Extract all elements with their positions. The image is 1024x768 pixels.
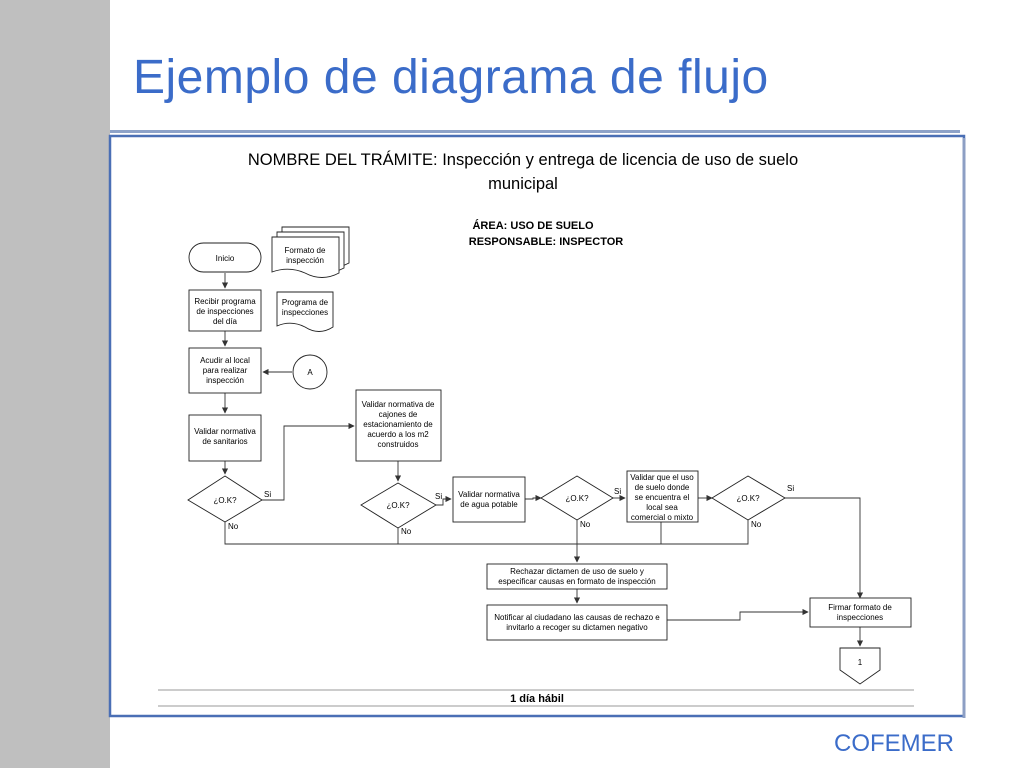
svg-text:¿O.K?: ¿O.K? <box>565 494 589 503</box>
svg-text:invitarlo a recoger su dictame: invitarlo a recoger su dictamen negativo <box>506 623 648 632</box>
svg-text:acuerdo a los m2: acuerdo a los m2 <box>367 430 429 439</box>
svg-text:se encuentra el: se encuentra el <box>635 493 690 502</box>
svg-text:construidos: construidos <box>378 440 419 449</box>
brand-logo-text: COFEMER <box>834 730 954 757</box>
svg-text:inspección: inspección <box>286 256 324 265</box>
decision-ok-1: ¿O.K? <box>187 475 263 523</box>
timeline-footer: 1 día hábil <box>158 689 914 707</box>
svg-text:Validar normativa: Validar normativa <box>458 490 520 499</box>
svg-text:inspecciones: inspecciones <box>837 613 883 622</box>
svg-text:de inspecciones: de inspecciones <box>196 307 253 316</box>
svg-text:¿O.K?: ¿O.K? <box>213 496 237 505</box>
slide-sidebar <box>0 0 110 768</box>
svg-text:de sanitarios: de sanitarios <box>202 437 247 446</box>
label-no-1: No <box>228 522 239 531</box>
svg-text:Validar normativa: Validar normativa <box>194 427 256 436</box>
process-validar-cajones: Validar normativa de cajones de estacion… <box>355 389 442 462</box>
label-no-2: No <box>401 527 412 536</box>
process-name-line2: municipal <box>488 175 558 193</box>
svg-text:Validar normativa de: Validar normativa de <box>362 400 435 409</box>
svg-text:Inicio: Inicio <box>216 254 235 263</box>
flow-lines <box>221 273 864 647</box>
svg-text:para realizar: para realizar <box>203 366 248 375</box>
process-recibir-programa: Recibir programa de inspecciones del día <box>188 289 262 332</box>
svg-text:comercial o mixto: comercial o mixto <box>631 513 694 522</box>
svg-text:A: A <box>307 368 313 377</box>
svg-text:local sea: local sea <box>646 503 678 512</box>
svg-text:¿O.K?: ¿O.K? <box>736 494 760 503</box>
svg-text:Formato de: Formato de <box>285 246 326 255</box>
svg-text:¿O.K?: ¿O.K? <box>386 501 410 510</box>
label-si-4: Si <box>787 484 794 493</box>
label-si-2: Si <box>435 492 442 501</box>
area-label: ÁREA: USO DE SUELO <box>472 219 593 232</box>
svg-text:Notificar al ciudadano las cau: Notificar al ciudadano las causas de rec… <box>494 613 660 622</box>
title-rule <box>110 130 960 133</box>
decision-ok-4: ¿O.K? <box>711 475 786 521</box>
label-no-4: No <box>751 520 762 529</box>
svg-text:de agua potable: de agua potable <box>460 500 518 509</box>
svg-text:Firmar formato de: Firmar formato de <box>828 603 892 612</box>
slide-title: Ejemplo de diagrama de flujo <box>133 51 769 104</box>
svg-text:Recibir programa: Recibir programa <box>194 297 256 306</box>
svg-text:inspecciones: inspecciones <box>282 308 328 317</box>
process-name-line1: NOMBRE DEL TRÁMITE: Inspección y entrega… <box>248 150 798 169</box>
svg-text:cajones de: cajones de <box>379 410 418 419</box>
process-rechazar-dictamen: Rechazar dictamen de uso de suelo y espe… <box>486 563 668 590</box>
svg-text:Programa de: Programa de <box>282 298 329 307</box>
label-si-3: Si <box>614 487 621 496</box>
process-notificar-ciudadano: Notificar al ciudadano las causas de rec… <box>486 604 668 641</box>
svg-text:especificar causas en formato: especificar causas en formato de inspecc… <box>498 577 655 586</box>
document-formato-inspeccion: Formato de inspección <box>271 226 350 278</box>
svg-text:Validar que el uso: Validar que el uso <box>630 473 694 482</box>
svg-text:de suelo donde: de suelo donde <box>635 483 690 492</box>
svg-text:Rechazar dictamen de uso de su: Rechazar dictamen de uso de suelo y <box>510 567 644 576</box>
svg-text:Acudir al local: Acudir al local <box>200 356 250 365</box>
connector-a: A <box>292 354 328 390</box>
label-no-3: No <box>580 520 591 529</box>
svg-text:estacionamiento de: estacionamiento de <box>363 420 433 429</box>
responsible-label: RESPONSABLE: INSPECTOR <box>469 236 623 248</box>
svg-text:1: 1 <box>858 658 863 667</box>
process-validar-uso-suelo: Validar que el uso de suelo donde se enc… <box>626 470 699 523</box>
process-acudir-local: Acudir al local para realizar inspección <box>188 347 262 394</box>
svg-text:del día: del día <box>213 317 238 326</box>
process-validar-agua: Validar normativa de agua potable <box>452 476 526 523</box>
decision-ok-2: ¿O.K? <box>360 482 437 529</box>
offpage-connector-1: 1 <box>839 647 881 685</box>
document-programa-inspecciones: Programa de inspecciones <box>276 291 334 332</box>
label-si-1: Si <box>264 490 271 499</box>
duration-label: 1 día hábil <box>510 693 564 705</box>
process-firmar-formato: Firmar formato de inspecciones <box>809 597 912 628</box>
decision-ok-3: ¿O.K? <box>540 475 614 521</box>
process-validar-sanitarios: Validar normativa de sanitarios <box>188 414 262 462</box>
start-node: Inicio <box>188 242 262 273</box>
svg-text:inspección: inspección <box>206 376 244 385</box>
